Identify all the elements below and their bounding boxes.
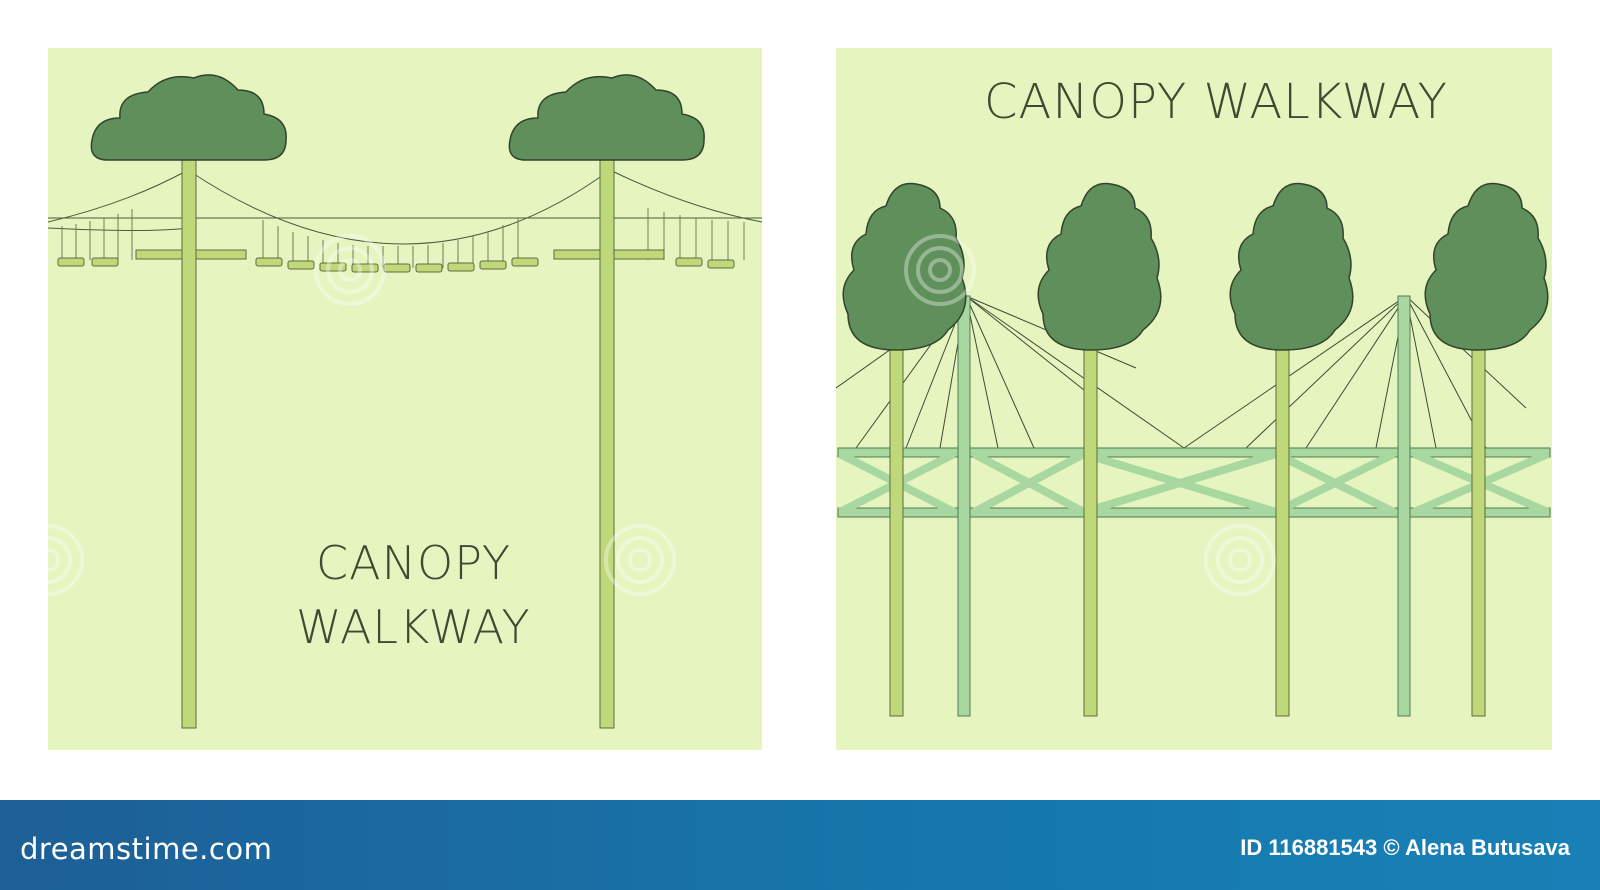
site-logo[interactable]: dreamstime.com [20, 832, 273, 866]
left-title-line2: WALKWAY [296, 600, 531, 654]
image-credit: ID 116881543 © Alena Butusava [1240, 835, 1570, 861]
right-illustration-panel: CANOPY WALKWAY [836, 48, 1552, 750]
tree-crowns [90, 74, 705, 161]
tree-trunks [181, 157, 615, 729]
bridge-frame [837, 295, 1551, 717]
footer-bar: dreamstime.com ID 116881543 © Alena Butu… [0, 800, 1600, 890]
image-id: ID 116881543 [1240, 835, 1378, 860]
suspension-bridge-illustration [48, 74, 762, 729]
author-name[interactable]: Alena Butusava [1404, 835, 1570, 860]
left-illustration-panel: CANOPY WALKWAY [48, 48, 762, 750]
tree-crowns [842, 182, 1549, 351]
cable-bridge-illustration [836, 182, 1551, 717]
bridge-cross-braces [838, 450, 1550, 516]
tree-trunks [889, 337, 1486, 717]
tree-platforms [135, 249, 665, 260]
right-title: CANOPY WALKWAY [984, 74, 1448, 130]
left-title-line1: CANOPY [316, 536, 512, 590]
copyright-symbol: © [1383, 835, 1400, 860]
bridge-planks [57, 257, 735, 273]
